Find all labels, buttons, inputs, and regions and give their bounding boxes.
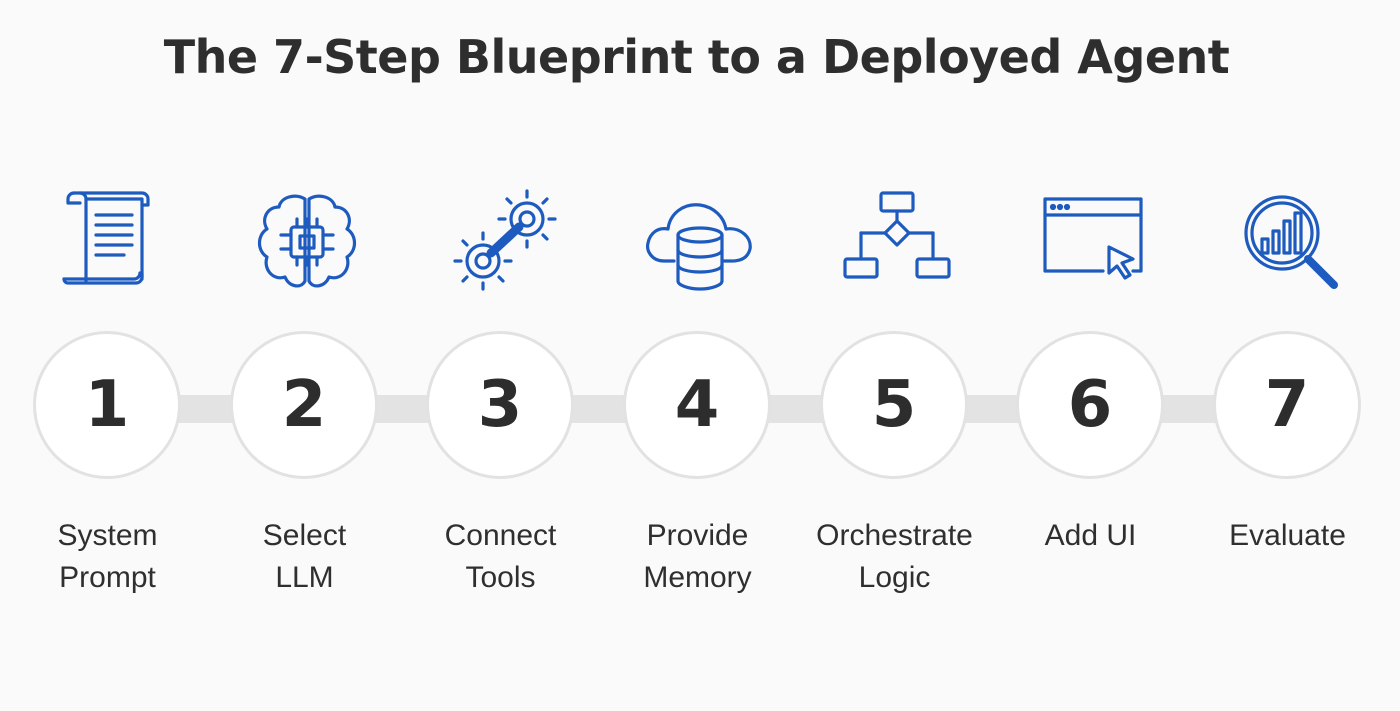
step-label-line2: Memory xyxy=(643,561,752,594)
step-7: 7 Evaluate xyxy=(1210,180,1370,620)
step-number-circle: 5 xyxy=(820,331,968,479)
step-label-line1: System xyxy=(57,519,158,552)
step-number-circle: 2 xyxy=(230,331,378,479)
connector-6-7 xyxy=(1158,395,1218,423)
step-label-line1: Provide xyxy=(646,519,749,552)
step-label: Orchestrate Logic xyxy=(792,515,997,599)
step-label: Select LLM xyxy=(202,515,407,599)
page-title: The 7-Step Blueprint to a Deployed Agent xyxy=(163,30,1230,84)
step-number-circle: 1 xyxy=(33,331,181,479)
step-5: 5 Orchestrate Logic xyxy=(816,180,977,620)
step-4: 4 Provide Memory xyxy=(620,180,780,620)
step-label-line2: LLM xyxy=(275,561,334,594)
step-2: 2 Select LLM xyxy=(227,180,387,620)
brain-chip-icon xyxy=(251,185,363,297)
scroll-document-icon xyxy=(54,185,166,297)
step-1: 1 System Prompt xyxy=(30,180,190,620)
flowchart-icon xyxy=(841,185,953,297)
step-label-line1: Orchestrate xyxy=(816,519,973,552)
step-label-line2: Logic xyxy=(858,561,931,594)
step-label-line2: Prompt xyxy=(59,561,156,594)
step-label-line2: Tools xyxy=(465,561,536,594)
step-number-circle: 4 xyxy=(623,331,771,479)
gear-wrench-icon xyxy=(447,185,559,297)
step-number-circle: 3 xyxy=(426,331,574,479)
step-label: Connect Tools xyxy=(398,515,603,599)
cloud-database-icon xyxy=(644,185,756,297)
step-label-line1: Add UI xyxy=(1044,519,1137,552)
step-label: System Prompt xyxy=(5,515,210,599)
step-label: Add UI xyxy=(988,515,1193,557)
step-label: Provide Memory xyxy=(595,515,800,599)
step-label-line1: Select xyxy=(262,519,347,552)
connector-4-5 xyxy=(765,395,825,423)
connector-2-3 xyxy=(372,395,432,423)
step-number-circle: 6 xyxy=(1016,331,1164,479)
connector-3-4 xyxy=(568,395,628,423)
connector-5-6 xyxy=(962,395,1022,423)
step-label-line1: Evaluate xyxy=(1229,519,1346,552)
magnifier-chart-icon xyxy=(1234,185,1346,297)
step-label: Evaluate xyxy=(1185,515,1390,557)
browser-cursor-icon xyxy=(1037,185,1149,297)
step-number-circle: 7 xyxy=(1213,331,1361,479)
step-6: 6 Add UI xyxy=(1013,180,1173,620)
step-3: 3 Connect Tools xyxy=(423,180,583,620)
step-label-line1: Connect xyxy=(444,519,557,552)
connector-1-2 xyxy=(175,395,235,423)
